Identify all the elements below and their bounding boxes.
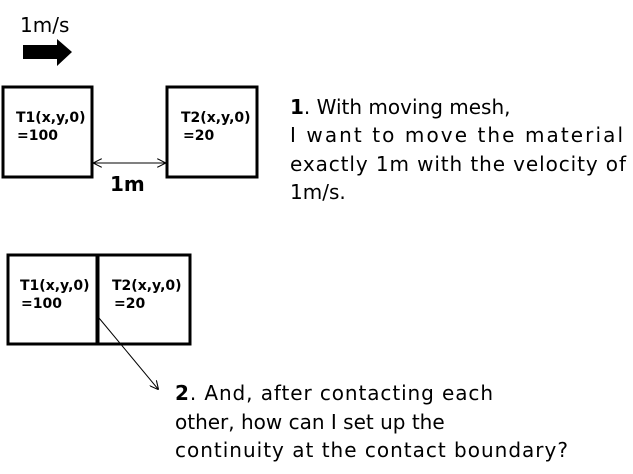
note-line: exactly 1m with the velocity of <box>290 152 627 176</box>
velocity-label: 1m/s <box>20 13 69 37</box>
top-box-t1: T1(x,y,0) =100 <box>1 85 94 179</box>
svg-text:1. With moving mesh,: 1. With moving mesh, <box>290 95 510 119</box>
note-line: . And, after contacting each <box>190 381 493 405</box>
box-value: =100 <box>21 296 62 312</box>
box-label: T2(x,y,0) <box>112 278 182 294</box>
top-box-t2: T2(x,y,0) =20 <box>165 85 259 179</box>
note-line: other, how can I set up the <box>175 410 445 434</box>
direction-arrow-icon <box>23 39 72 66</box>
box-label: T2(x,y,0) <box>181 110 251 126</box>
box-value: =20 <box>183 128 214 144</box>
pointer-arrow <box>98 317 158 389</box>
note-number: 2 <box>175 381 189 405</box>
box-label: T1(x,y,0) <box>16 110 86 126</box>
note-number: 1 <box>290 95 304 119</box>
note-line: . With moving mesh, <box>304 95 511 119</box>
note-line: continuity at the contact boundary? <box>175 438 568 462</box>
note-2: 2. And, after contacting each other, how… <box>175 381 568 462</box>
box-value: =100 <box>17 128 58 144</box>
note-1: 1. With moving mesh, I want to move the … <box>290 95 627 204</box>
box-value: =20 <box>114 296 145 312</box>
box-label: T1(x,y,0) <box>20 278 90 294</box>
svg-text:2. And, after contacting each: 2. And, after contacting each <box>175 381 493 405</box>
note-line: I want to move the material <box>290 123 623 147</box>
bottom-box-t2: T2(x,y,0) =20 <box>96 253 192 346</box>
bottom-box-t1: T1(x,y,0) =100 <box>6 253 99 346</box>
distance-label: 1m <box>110 172 145 196</box>
note-line: 1m/s. <box>290 180 346 204</box>
